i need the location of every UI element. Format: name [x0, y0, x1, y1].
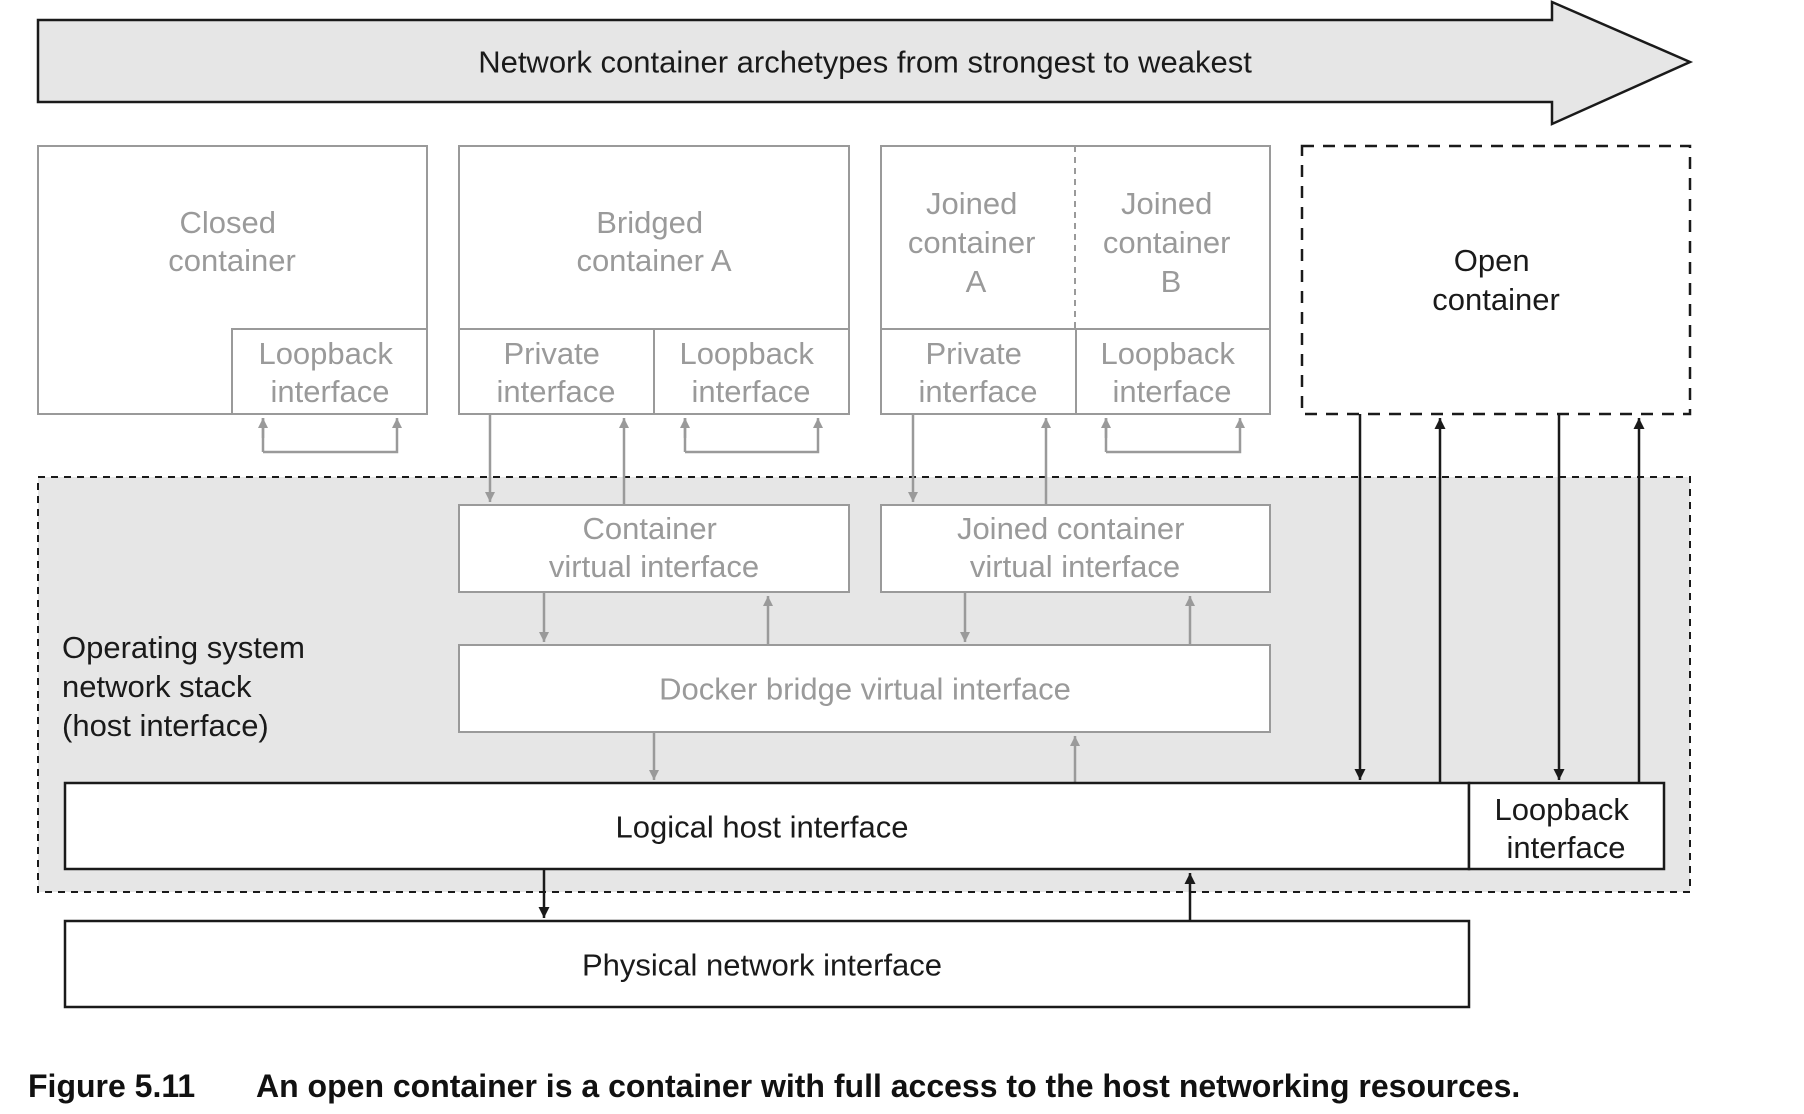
closed-loopback-arrow [261, 418, 397, 454]
bridged-private-label: Private interface [497, 336, 616, 409]
joined-loopback-arrow [1104, 418, 1240, 454]
logical-host-label: Logical host interface [616, 810, 909, 845]
joined-virtual-interface: Joined container virtual interface [880, 504, 1271, 593]
container-virtual-interface: Container virtual interface [458, 504, 850, 593]
os-stack-label: Operating system network stack (host int… [62, 630, 314, 743]
joined-private-label: Private interface [919, 336, 1038, 409]
joined-container-b-title: Joined container B [1103, 186, 1239, 299]
bridged-loopback-interface [653, 328, 850, 415]
joined-loopback-interface [1075, 328, 1271, 415]
archetype-banner: Network container archetypes from strong… [36, 0, 1694, 126]
host-loopback-label: Loopback interface [1494, 792, 1637, 865]
physical-label: Physical network interface [582, 948, 942, 983]
closed-container-title: Closed container [168, 205, 296, 278]
joined-container-a-title: Joined container A [908, 186, 1044, 299]
closed-container: Closed container Loopback interface [37, 145, 428, 454]
physical-network-interface: Physical network interface [63, 919, 1471, 1009]
logical-host-interface: Logical host interface [63, 781, 1471, 871]
docker-bridge-label: Docker bridge virtual interface [659, 672, 1071, 707]
figure-caption: Figure 5.11 An open container is a conta… [28, 1068, 1520, 1104]
open-container: Open container [1300, 144, 1692, 782]
joined-virtual-label: Joined container virtual interface [957, 511, 1193, 584]
caption-number: Figure 5.11 [28, 1068, 195, 1104]
banner-text: Network container archetypes from strong… [478, 45, 1252, 80]
docker-bridge-interface: Docker bridge virtual interface [458, 644, 1271, 733]
bridged-loopback-arrow [683, 418, 818, 454]
bridged-container-title: Bridged container A [576, 205, 731, 278]
banner-arrow-shape [36, 0, 1694, 126]
open-container-title: Open container [1432, 243, 1560, 317]
bridged-container-a: Bridged container A Private interface Lo… [458, 145, 850, 505]
container-virtual-label: Container virtual interface [549, 511, 759, 584]
bridged-private-interface [458, 328, 655, 415]
joined-containers: Joined container A Joined container B Pr… [880, 145, 1271, 505]
host-loopback-interface: Loopback interface [1467, 781, 1666, 871]
bridged-loopback-label: Loopback interface [679, 336, 822, 409]
closed-loopback-label: Loopback interface [258, 336, 401, 409]
joined-loopback-label: Loopback interface [1100, 336, 1243, 409]
caption-text: An open container is a container with fu… [256, 1068, 1520, 1104]
closed-loopback-interface [231, 328, 428, 415]
